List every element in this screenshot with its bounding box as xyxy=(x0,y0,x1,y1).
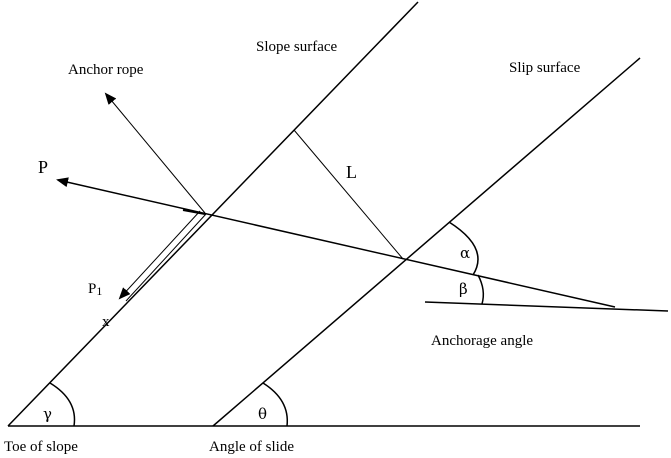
anchorage-angle-label: Anchorage angle xyxy=(431,333,533,349)
p1-force-parallel xyxy=(125,213,207,302)
theta-label: θ xyxy=(258,405,267,423)
alpha-label: α xyxy=(460,244,470,262)
anchorage-reference-line xyxy=(424,301,669,312)
gamma-label: γ xyxy=(43,405,52,423)
toe-of-slope-label: Toe of slope xyxy=(4,439,78,455)
slip-surface-line xyxy=(212,57,641,427)
angle-of-slide-label: Angle of slide xyxy=(209,439,294,455)
slip-surface-label: Slip surface xyxy=(509,60,581,76)
p1-force-arrow xyxy=(118,210,201,300)
p1-label: P1 xyxy=(88,281,102,298)
gamma-angle-arc xyxy=(49,382,76,427)
small-mark-label: x xyxy=(102,314,110,330)
anchor-rope-force-line xyxy=(56,177,616,308)
alpha-angle-arc xyxy=(448,221,479,276)
theta-angle-arc xyxy=(262,382,289,427)
distance-l-label: L xyxy=(346,162,357,182)
slope-surface-line xyxy=(7,1,419,427)
anchor-head-mark xyxy=(182,209,206,215)
beta-label: β xyxy=(459,280,468,298)
slope-surface-label: Slope surface xyxy=(256,39,338,55)
anchor-rope-arrow xyxy=(104,92,206,214)
anchor-rope-label: Anchor rope xyxy=(68,62,144,78)
force-p-label: P xyxy=(38,157,48,177)
beta-angle-arc xyxy=(477,274,485,305)
distance-l-line xyxy=(293,129,404,260)
